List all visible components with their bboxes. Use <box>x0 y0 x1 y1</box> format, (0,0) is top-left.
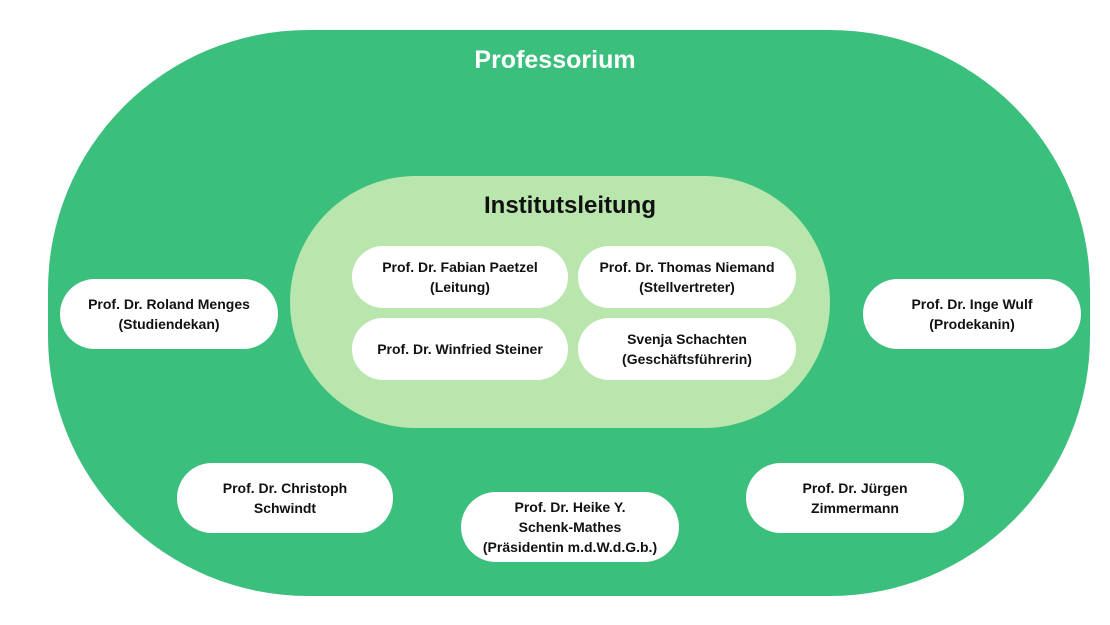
member-wulf: Prof. Dr. Inge Wulf (Prodekanin) <box>863 279 1081 349</box>
professorium-title: Professorium <box>474 46 636 74</box>
member-role: (Stellvertreter) <box>639 279 735 295</box>
member-name: Prof. Dr. Heike Y. <box>514 499 626 515</box>
member-name: Prof. Dr. Thomas Niemand <box>599 259 775 275</box>
member-schachten: Svenja Schachten (Geschäftsführerin) <box>578 318 796 380</box>
member-name: Prof. Dr. Jürgen <box>802 480 908 496</box>
member-name: Svenja Schachten <box>627 331 747 347</box>
member-name: Prof. Dr. Winfried Steiner <box>377 341 543 357</box>
member-menges: Prof. Dr. Roland Menges (Studiendekan) <box>60 279 278 349</box>
member-name: Prof. Dr. Inge Wulf <box>911 296 1033 312</box>
member-role: (Studiendekan) <box>118 316 220 332</box>
member-name: Prof. Dr. Christoph <box>222 480 348 496</box>
member-name: Prof. Dr. Roland Menges <box>88 296 250 312</box>
member-role: (Leitung) <box>430 279 490 295</box>
institutsleitung-title: Institutsleitung <box>484 192 656 219</box>
member-schenk-mathes: Prof. Dr. Heike Y. Schenk-Mathes (Präsid… <box>461 492 679 562</box>
member-name-cont: Zimmermann <box>811 500 899 516</box>
member-name: Prof. Dr. Fabian Paetzel <box>382 259 538 275</box>
member-role: (Präsidentin m.d.W.d.G.b.) <box>482 539 658 555</box>
member-zimmermann: Prof. Dr. Jürgen Zimmermann <box>746 463 964 533</box>
member-name-cont: Schenk-Mathes <box>518 519 622 535</box>
member-schwindt: Prof. Dr. Christoph Schwindt <box>177 463 393 533</box>
member-niemand: Prof. Dr. Thomas Niemand (Stellvertreter… <box>578 246 796 308</box>
member-name-cont: Schwindt <box>253 500 317 516</box>
member-steiner: Prof. Dr. Winfried Steiner <box>352 318 568 380</box>
member-role: (Geschäftsführerin) <box>622 351 752 367</box>
member-paetzel: Prof. Dr. Fabian Paetzel (Leitung) <box>352 246 568 308</box>
member-role: (Prodekanin) <box>929 316 1015 332</box>
